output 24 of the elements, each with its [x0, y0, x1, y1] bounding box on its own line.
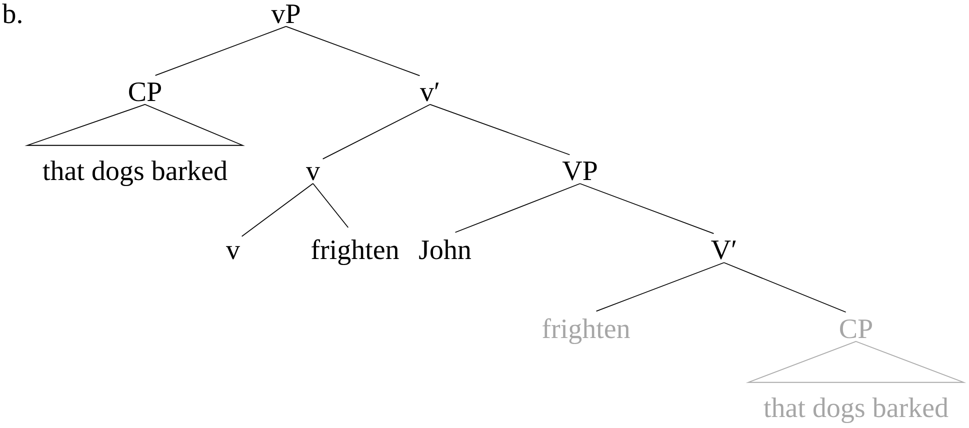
- tree-label: frighten: [542, 318, 630, 344]
- tree-label: v′: [420, 82, 439, 102]
- tree-label: CP: [129, 82, 161, 102]
- example-label: b.: [2, 4, 22, 24]
- branch-line: [430, 104, 570, 156]
- tree-label: CP: [840, 319, 872, 338]
- tree-label: vP: [271, 4, 300, 24]
- tree-label: V′: [711, 240, 736, 260]
- branch-line: [580, 183, 714, 234]
- branch-line: [724, 262, 846, 313]
- tree-label: VP: [562, 162, 597, 180]
- branch-line: [154, 26, 286, 76]
- branch-line: [312, 183, 349, 228]
- branch-line: [322, 104, 430, 160]
- tree-label: v: [226, 246, 240, 260]
- tree-label: that dogs barked: [764, 398, 948, 424]
- branch-line: [596, 262, 724, 312]
- branch-line: [286, 26, 420, 76]
- tree-label: that dogs barked: [42, 160, 228, 186]
- tree-label: John: [419, 240, 472, 260]
- branch-line: [454, 183, 580, 233]
- branch-line: [241, 183, 314, 237]
- tree-label: v: [306, 167, 320, 180]
- tree-label: frighten: [312, 239, 399, 266]
